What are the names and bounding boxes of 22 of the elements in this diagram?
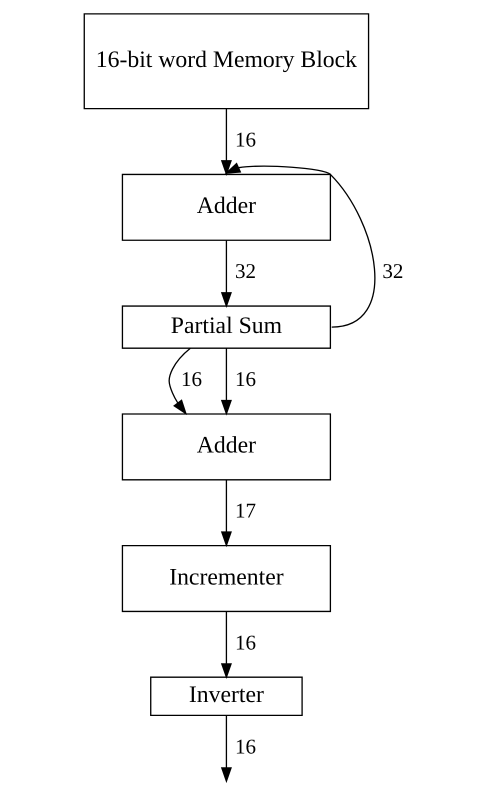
edge-label: 32 — [234, 259, 256, 284]
arrow — [224, 162, 376, 328]
arrow — [168, 348, 191, 416]
edge-label: 16 — [234, 128, 256, 152]
edge-label: 16 — [234, 630, 256, 654]
arrow — [220, 716, 232, 784]
edge-label: 16 — [180, 367, 202, 392]
node-box: Inverter — [150, 676, 303, 716]
edge-label: 17 — [234, 498, 256, 523]
node-box: 16-bit word Memory Block — [84, 13, 370, 110]
node-box: Incrementer — [122, 544, 332, 612]
arrow — [220, 108, 232, 176]
node-box: Adder — [122, 174, 332, 241]
node-box: Adder — [122, 413, 332, 480]
arrow — [220, 480, 232, 548]
arrow — [220, 348, 232, 416]
arrow — [220, 612, 232, 680]
edge-label: 32 — [382, 259, 404, 284]
edge-label: 16 — [234, 734, 256, 758]
edge-label: 16 — [234, 367, 256, 392]
arrow — [220, 240, 232, 308]
node-box: Partial Sum — [122, 305, 332, 349]
